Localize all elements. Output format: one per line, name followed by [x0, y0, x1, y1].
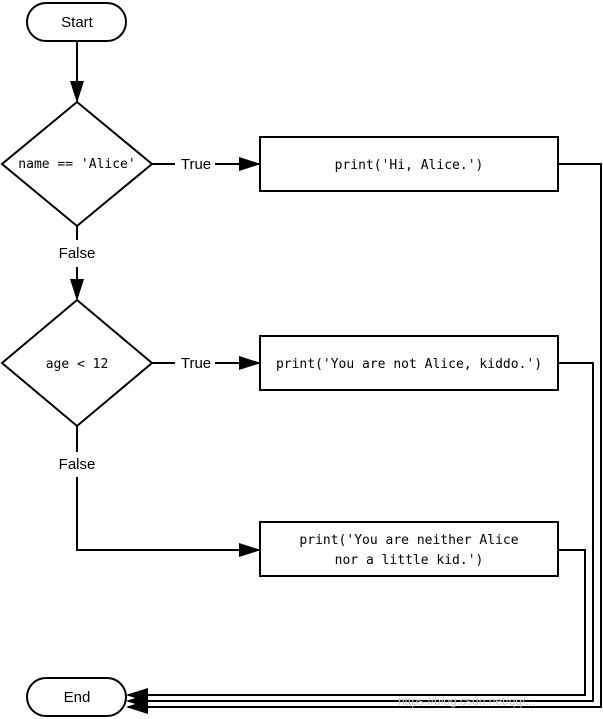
action-neither-line2: nor a little kid.')	[335, 553, 484, 568]
watermark: https://blog.csdn.net/qq/...	[398, 694, 535, 708]
connector-kiddo-to-end	[126, 362, 594, 708]
false-label-2: False	[59, 456, 96, 473]
action-neither: print('You are neither Alice nor a littl…	[259, 521, 559, 577]
decision-name-check: name == 'Alice'	[0, 100, 154, 228]
connector-false-2b	[76, 477, 261, 557]
start-label: Start	[61, 14, 94, 31]
action-hi-alice: print('Hi, Alice.')	[259, 136, 559, 192]
start-node: Start	[26, 2, 127, 42]
false-label-1: False	[59, 245, 96, 262]
end-node: End	[26, 677, 127, 717]
action-kiddo: print('You are not Alice, kiddo.')	[259, 335, 559, 391]
decision-age-label: age < 12	[46, 357, 109, 372]
decision-age-check: age < 12	[0, 298, 154, 428]
decision-name-label: name == 'Alice'	[18, 157, 135, 172]
true-label-2: True	[181, 355, 211, 372]
true-label-1: True	[181, 156, 211, 173]
action-hi-label: print('Hi, Alice.')	[335, 158, 484, 173]
connector-hi-to-end	[126, 163, 602, 714]
action-kiddo-label: print('You are not Alice, kiddo.')	[276, 357, 542, 372]
action-neither-line1: print('You are neither Alice	[299, 533, 518, 548]
connector-neither-to-end	[126, 549, 586, 702]
end-label: End	[64, 689, 91, 706]
